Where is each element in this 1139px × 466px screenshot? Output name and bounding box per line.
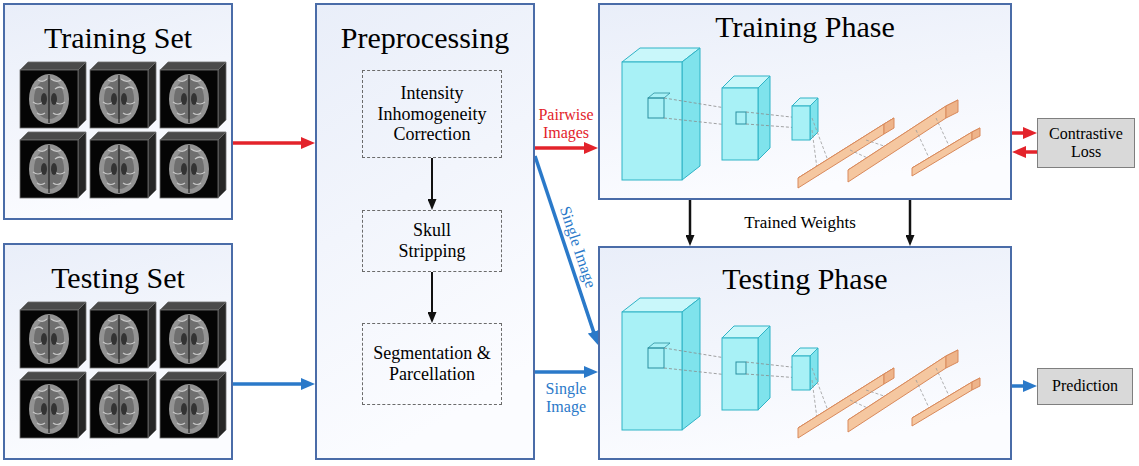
output-text: Contrastive Loss [1042,125,1130,162]
brain-volume [20,132,86,198]
label-holder: Trained Weights [744,214,856,233]
panel-fill [315,3,535,460]
flow-arrow [909,200,912,237]
step-text: Segmentation & Parcellation [367,343,497,384]
brain-volume [160,372,226,438]
panel-box: Testing Phase [598,246,1012,460]
step-box: Segmentation & Parcellation [362,323,502,405]
brain-volume [160,302,226,368]
brain-volume [90,132,156,198]
panel-box: Testing Set [3,243,233,460]
output-text: Prediction [1052,377,1118,395]
flow-arrow [535,146,586,150]
panel-box: Training Phase [598,3,1012,200]
step-box: Skull Stripping [362,210,502,272]
flow-arrow [1012,384,1025,388]
flow-arrow [689,200,692,237]
brain-volume [90,62,156,128]
panel-fill [598,246,1012,460]
annotation-text: Trained Weights [744,214,856,233]
panel-fill [3,3,233,220]
label-holder: Single Image [534,380,598,415]
edge-label: Single Image [556,204,600,290]
panel-box: PreprocessingIntensity Inhomogeneity Cor… [315,3,535,460]
panel-fill [3,243,233,460]
panel-title: Training Set [44,21,192,56]
label-holder: Pairwise Images [534,106,598,141]
cnn-illustration [622,48,980,188]
flow-arrow [233,382,303,386]
step-box: Intensity Inhomogeneity Correction [362,70,502,158]
edge-label: Single Image [534,380,598,415]
panel-box: Training Set [3,3,233,220]
panel-title: Testing Set [51,261,185,296]
output-box: Contrastive Loss [1037,118,1135,168]
flow-arrow [1024,150,1037,154]
step-text: Intensity Inhomogeneity Correction [367,83,497,145]
panel-fills [3,3,1012,460]
brain-volume [20,62,86,128]
panel-fill [598,3,1012,200]
label-holder: Single Image [556,204,600,290]
edge-label: Pairwise Images [534,106,598,141]
panel-title: Training Phase [715,10,895,45]
brain-volume [20,372,86,438]
output-box: Prediction [1037,368,1133,405]
brain-volume [20,302,86,368]
flow-arrow [233,141,303,145]
flow-arrow [431,158,433,201]
brain-volume [160,132,226,198]
cnn-illustration [622,298,980,438]
brain-volume [90,372,156,438]
flow-arrow [431,272,433,314]
flow-arrow [1012,131,1025,135]
step-text: Skull Stripping [382,220,482,261]
panel-title: Preprocessing [341,21,509,56]
flow-arrow [535,370,586,374]
panel-title: Testing Phase [722,262,887,297]
brain-volume [160,62,226,128]
brain-volume [90,302,156,368]
